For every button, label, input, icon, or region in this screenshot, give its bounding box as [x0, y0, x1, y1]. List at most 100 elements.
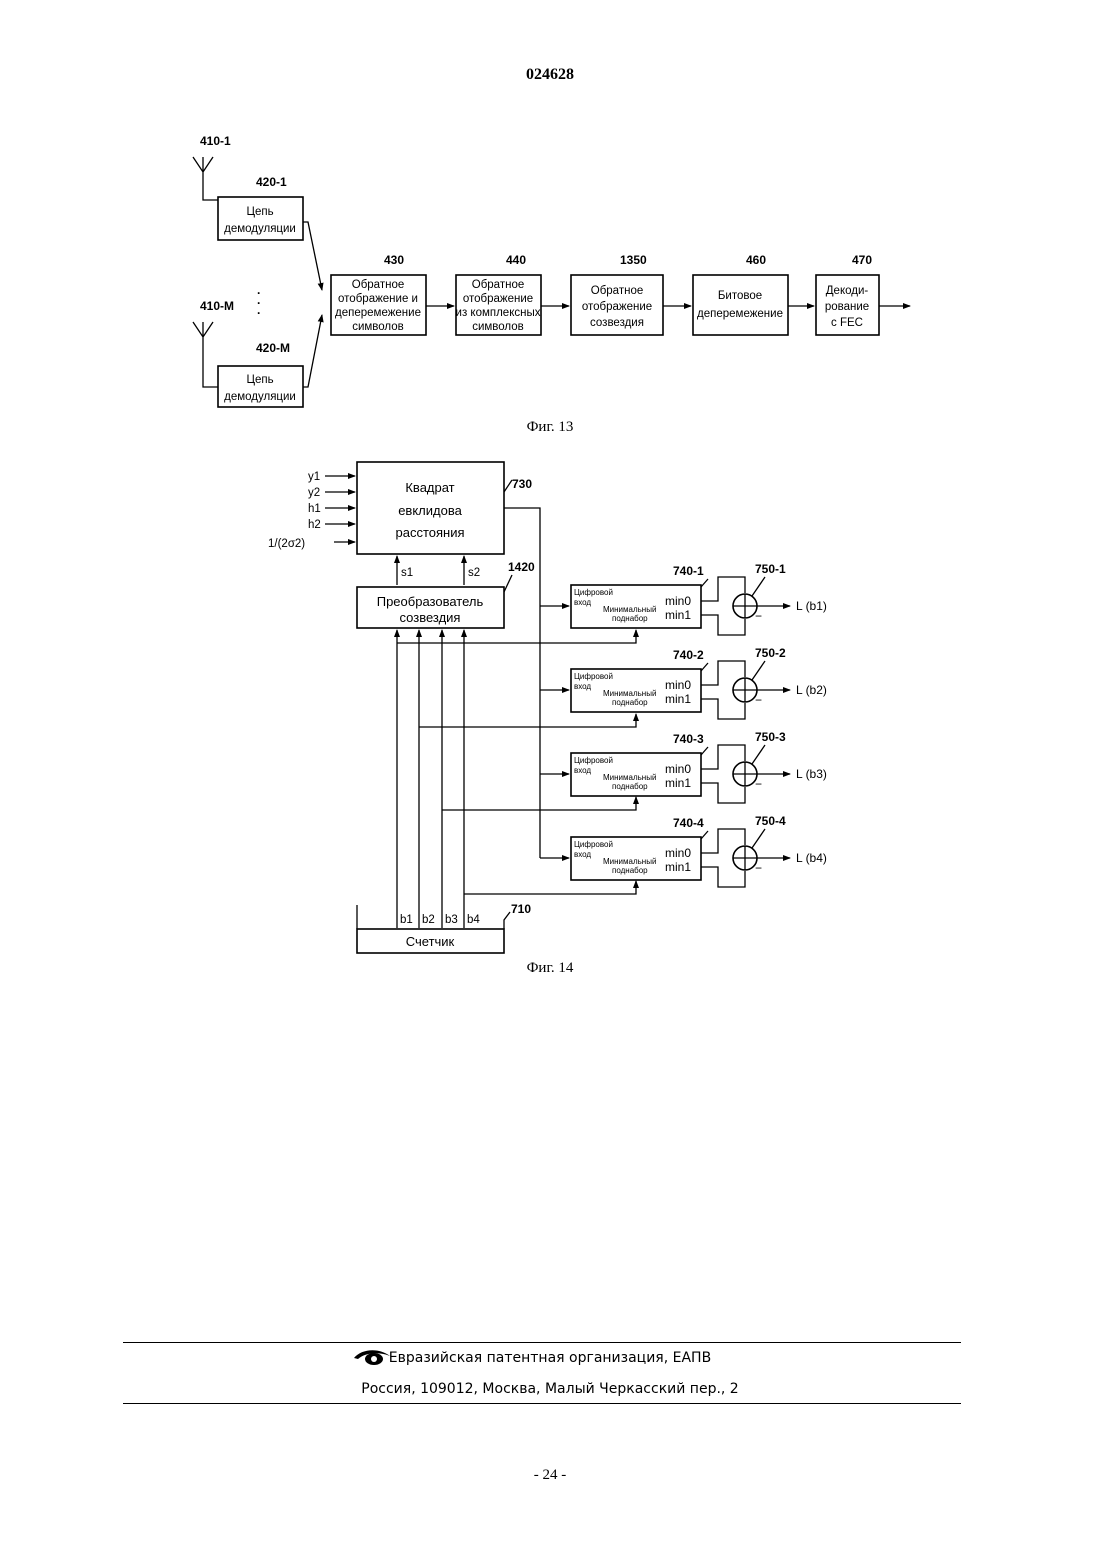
footer-rule-top: [123, 1342, 961, 1343]
footer-address: Россия, 109012, Москва, Малый Черкасский…: [0, 1381, 1100, 1397]
converter-ref: 1420: [508, 560, 535, 574]
counter-bit-label: b1: [400, 914, 413, 926]
selector-min0-label: min0: [665, 678, 691, 692]
block-1350-line: отображение: [582, 301, 652, 313]
block-430-line: отображение и: [338, 293, 418, 305]
block-460: [693, 275, 788, 335]
selector-minimal-label: Минимальный: [603, 689, 656, 698]
minus-sign: −: [755, 693, 762, 707]
selector-minimal-label: Минимальный: [603, 857, 656, 866]
adder-input-line: [701, 615, 745, 635]
block-460-line: деперемежение: [697, 308, 783, 320]
selector-subset-label: поднабор: [612, 698, 648, 707]
block-440-line: Обратное: [472, 279, 524, 291]
selector-minimal-label: Минимальный: [603, 773, 656, 782]
adder-ref: 750-4: [755, 814, 786, 828]
leader-line: [701, 663, 708, 671]
selector-min0-label: min0: [665, 762, 691, 776]
selector-ref: 740-4: [673, 816, 704, 830]
selector-input-label: вход: [574, 766, 591, 775]
selector-ref: 740-3: [673, 732, 704, 746]
ellipsis-dot: ·: [257, 306, 261, 320]
figure-13: 410-1 420-1 Цепь демодуляции · · · 410-M…: [193, 134, 910, 435]
input-label: y1: [308, 471, 320, 483]
demod-top-line1: Цепь: [246, 206, 273, 218]
block-430-ref: 430: [384, 253, 404, 267]
euclid-line: расстояния: [395, 525, 464, 540]
leader-line: [752, 829, 765, 848]
euclid-line: евклидова: [398, 503, 462, 518]
block-1350-line: созвездия: [590, 317, 644, 329]
euclid-line: Квадрат: [405, 480, 454, 495]
block-1350-line: Обратное: [591, 285, 643, 297]
block-430-line: Обратное: [352, 279, 404, 291]
antenna-bottom-label: 410-M: [200, 299, 234, 313]
adder-ref: 750-2: [755, 646, 786, 660]
counter-ref: 710: [511, 902, 531, 916]
demod-bottom-line2: демодуляции: [224, 391, 296, 403]
demod-top-line2: демодуляции: [224, 223, 296, 235]
selector-ref: 740-1: [673, 564, 704, 578]
llr-output-label: L (b3): [796, 767, 827, 781]
input-label: h1: [308, 503, 321, 515]
selector-subset-label: поднабор: [612, 614, 648, 623]
input-label: y2: [308, 487, 320, 499]
leader-line: [752, 661, 765, 680]
converter-line: Преобразователь: [377, 594, 484, 609]
leader-line: [504, 480, 512, 492]
llr-output-label: L (b1): [796, 599, 827, 613]
selector-digital-label: Цифровой: [574, 588, 613, 597]
selector-subset-label: поднабор: [612, 866, 648, 875]
block-460-ref: 460: [746, 253, 766, 267]
block-440-line: из комплексных: [456, 307, 541, 319]
input-label: h2: [308, 519, 321, 531]
selector-input-label: вход: [574, 850, 591, 859]
selectors-group: ЦифровойвходМинимальныйподнаборmin0min17…: [571, 562, 827, 887]
connector: [419, 714, 636, 727]
figure-14: y1 y2 h1 h2 1/(2σ2) Квадрат евклидова ра…: [268, 462, 827, 976]
block-430-line: деперемежение: [335, 307, 421, 319]
adder-input-line: [701, 867, 745, 887]
selector-input-label: вход: [574, 598, 591, 607]
block-470-ref: 470: [852, 253, 872, 267]
minus-sign: −: [755, 777, 762, 791]
demod-top-ref: 420-1: [256, 175, 287, 189]
leader-line: [701, 831, 708, 839]
demod-bottom-ref: 420-M: [256, 341, 290, 355]
counter-bit-label: b4: [467, 914, 480, 926]
block-440-line: отображение: [463, 293, 533, 305]
adder-ref: 750-3: [755, 730, 786, 744]
counter-bit-label: b2: [422, 914, 435, 926]
counter-bit-label: b3: [445, 914, 458, 926]
s1-label: s1: [401, 567, 413, 579]
input-label: 1/(2σ2): [268, 538, 305, 550]
leader-line: [504, 912, 510, 929]
selector-digital-label: Цифровой: [574, 756, 613, 765]
llr-output-label: L (b4): [796, 851, 827, 865]
antenna-bottom-icon: [193, 322, 218, 387]
adder-ref: 750-1: [755, 562, 786, 576]
llr-output-label: L (b2): [796, 683, 827, 697]
connector: [303, 222, 322, 290]
demod-bottom-line1: Цепь: [246, 374, 273, 386]
adder-input-line: [701, 699, 745, 719]
selector-min1-label: min1: [665, 860, 691, 874]
selector-min1-label: min1: [665, 608, 691, 622]
page-number: - 24 -: [0, 1467, 1100, 1484]
selector-digital-label: Цифровой: [574, 672, 613, 681]
leader-line: [752, 577, 765, 596]
adder-input-line: [701, 783, 745, 803]
selector-min1-label: min1: [665, 776, 691, 790]
leader-line: [701, 747, 708, 755]
euclid-ref: 730: [512, 477, 532, 491]
leader-line: [504, 575, 512, 592]
selector-min0-label: min0: [665, 594, 691, 608]
selector-min0-label: min0: [665, 846, 691, 860]
block-470-line: с FEC: [831, 317, 863, 329]
connector: [303, 315, 322, 387]
antenna-top-label: 410-1: [200, 134, 231, 148]
block-460-line: Битовое: [718, 290, 762, 302]
block-470-line: Декоди-: [826, 285, 869, 297]
leader-line: [752, 745, 765, 764]
